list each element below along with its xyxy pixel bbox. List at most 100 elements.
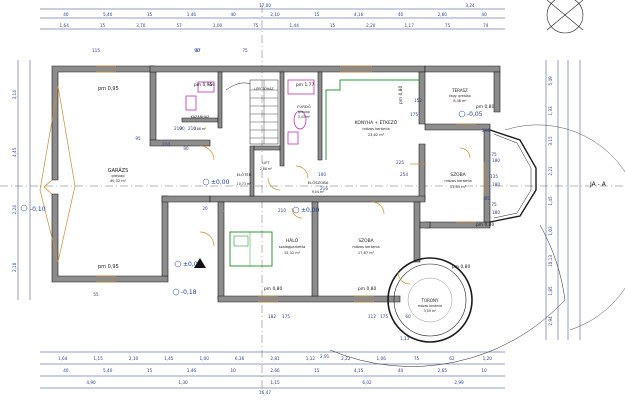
dimension-value: 6,02	[362, 380, 372, 385]
walls	[51, 65, 501, 303]
svg-text:3,43 m²: 3,43 m²	[298, 115, 311, 119]
svg-text:greslap: greslap	[298, 110, 310, 114]
dimension-value: 40	[231, 12, 237, 17]
dimension-value: 15	[314, 12, 320, 17]
dimension-value: 1,03	[548, 226, 553, 236]
room-garage: GARÁZS greslap 40,32 m²	[108, 167, 129, 183]
dimension-value: 1,00	[200, 356, 210, 361]
inner-dimension-value: 85	[484, 196, 490, 201]
dimension-value: 1,44	[290, 23, 300, 28]
svg-text:mázas kerámia: mázas kerámia	[444, 179, 471, 183]
dimension-value: 75	[414, 356, 420, 361]
inner-dimension-value: 90	[183, 146, 189, 151]
svg-text:ELŐTÉR: ELŐTÉR	[237, 172, 252, 177]
pm-label: pm 0,80	[476, 104, 494, 110]
svg-text:10,73 m²: 10,73 m²	[237, 182, 252, 186]
room-bath: FÜRDŐ greslap 3,43 m²	[297, 104, 311, 119]
inner-dimension-value: 216	[320, 186, 328, 191]
dimension-value: 2,10	[129, 356, 139, 361]
svg-text:HÁLÓ: HÁLÓ	[286, 237, 299, 244]
inner-dimension-value: 210	[188, 126, 196, 131]
inner-dimension-value: 100	[318, 172, 326, 177]
dimension-value: 2,24	[12, 205, 17, 215]
svg-text:LIFT: LIFT	[262, 161, 270, 165]
dimension-value: 10,13	[548, 255, 553, 267]
dimension-value: 2,20	[366, 23, 376, 28]
radius-annotation: 2,91	[320, 354, 330, 359]
dimension-value: 4,16	[354, 12, 364, 17]
svg-text:2,88 m²: 2,88 m²	[260, 167, 273, 171]
pm-label: pm 0,80	[264, 286, 282, 292]
inner-dimension-value: 175	[410, 112, 418, 117]
door-swings	[199, 145, 471, 285]
bay-window	[489, 129, 537, 223]
inner-dimension-value: 115	[92, 48, 100, 53]
pm-label: pm 0,95	[98, 86, 119, 92]
dimension-value: 1,15	[270, 380, 280, 385]
svg-text:3,88 m²: 3,88 m²	[194, 127, 207, 131]
svg-text:17,67 m²: 17,67 m²	[358, 251, 375, 255]
inner-dimension-value: 75	[491, 202, 497, 207]
inner-dimension-value: 180	[492, 210, 500, 215]
north-arrow-icon	[546, 0, 584, 34]
room-terrace: TERASZ fagy. greslap 8,38 m²	[449, 88, 471, 103]
site-arc	[329, 224, 566, 367]
dimension-value: 15	[330, 23, 336, 28]
svg-text:TORONY: TORONY	[421, 298, 440, 303]
dimension-value: 1,06	[377, 356, 387, 361]
dimension-value: 3,14	[12, 90, 17, 100]
svg-text:SZOBA: SZOBA	[450, 172, 465, 178]
inner-dimension-value: 55	[93, 292, 99, 297]
radius-annotation: 1,13	[400, 336, 410, 341]
svg-text:23,62 m²: 23,62 m²	[368, 133, 385, 137]
pm-label: pm 0,80	[452, 264, 470, 270]
bathroom-fixtures	[185, 79, 315, 145]
dimension-value: 15	[147, 368, 153, 373]
top-overall-dim: 17,00	[259, 3, 271, 8]
dimension-value: 40	[398, 368, 404, 373]
svg-text:KONYHA + ÉTKEZŐ: KONYHA + ÉTKEZŐ	[355, 118, 398, 126]
dimension-value: 1,15	[93, 356, 103, 361]
room-tower: TORONY mázas kerámia 3,09 m²	[418, 298, 442, 313]
dimension-value: 74	[483, 23, 489, 28]
room-bedroom: HÁLÓ szalagparketta 15,32 m²	[279, 237, 306, 255]
room-wc: WC	[209, 83, 216, 87]
inner-dimension-value: 240	[482, 128, 490, 133]
dimension-value: 1,45	[548, 196, 553, 206]
dimension-value: 1,64	[60, 23, 70, 28]
room-boiler: KAZÁNHÁZ 3,88 m²	[191, 114, 211, 131]
dimension-value: 1,64	[58, 356, 68, 361]
room-finish: greslap	[111, 174, 125, 178]
pm-label: pm 0,95	[98, 264, 119, 270]
dimension-value: 2,65	[438, 368, 448, 373]
pm-label: pm 0,95	[194, 82, 212, 88]
dimension-value: 2,81	[270, 356, 280, 361]
dimension-lines	[17, 8, 581, 389]
inner-dimension-value: 135	[490, 174, 498, 179]
dimension-value: 1,45	[164, 356, 174, 361]
dimension-value: 10	[481, 368, 487, 373]
inner-dimension-value: 210	[278, 208, 286, 213]
dimension-value: 40	[63, 12, 69, 17]
inner-dimension-value: 60	[405, 314, 411, 319]
svg-text:KAZÁNHÁZ: KAZÁNHÁZ	[191, 114, 211, 119]
room-szoba-1: SZOBA mázas kerámia 17,67 m²	[352, 238, 379, 255]
svg-text:-0,05: -0,05	[467, 111, 483, 118]
pm-label: pm 0,80	[398, 86, 404, 104]
inner-dimension-value: 152	[414, 98, 422, 103]
room-area: 40,32 m²	[110, 179, 127, 183]
inner-dimension-value: 210	[174, 126, 182, 131]
svg-text:mázas kerámia: mázas kerámia	[362, 127, 389, 131]
inner-dimension-value: 90	[194, 48, 200, 53]
dimension-value: 2,10	[12, 262, 17, 272]
dimension-value: 4,90	[86, 380, 96, 385]
room-hall: ELŐSZOBA 9,04 m²	[308, 180, 329, 194]
svg-text:szalagparketta: szalagparketta	[279, 245, 306, 249]
